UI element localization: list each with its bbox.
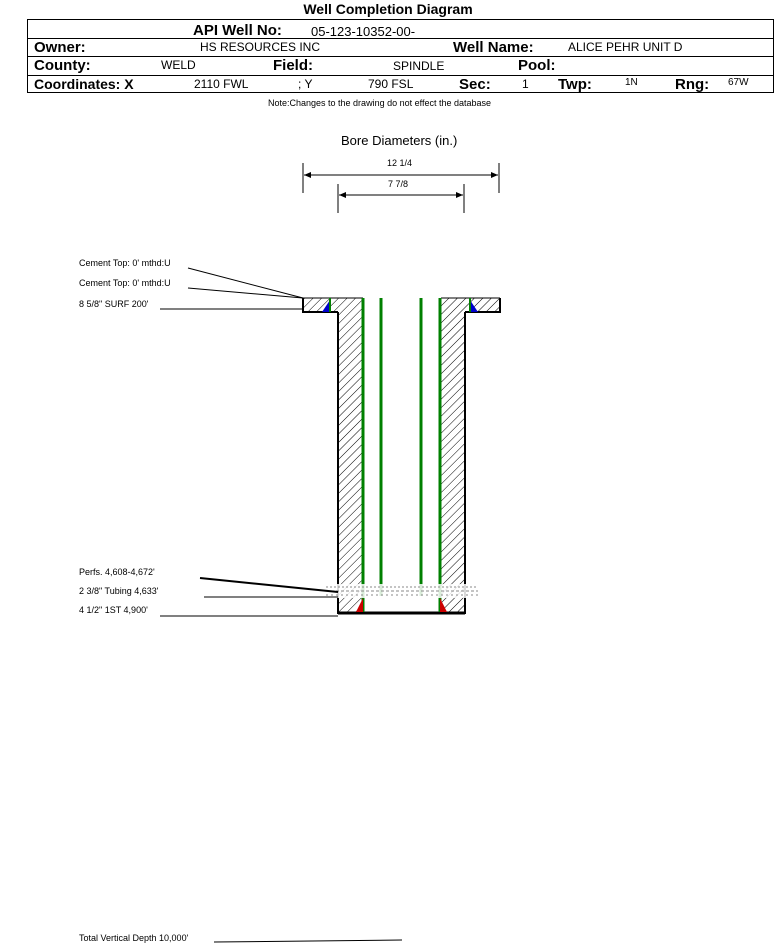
county-value: WELD bbox=[161, 58, 196, 72]
coords-y-value: 790 FSL bbox=[368, 77, 414, 91]
county-label: County: bbox=[34, 57, 91, 74]
bore-inner-label: 7 7/8 bbox=[388, 179, 409, 189]
surface-casing bbox=[302, 297, 501, 313]
diagram-title: Well Completion Diagram bbox=[303, 1, 473, 17]
total-depth-label: Total Vertical Depth 10,000' bbox=[79, 933, 189, 943]
bottom-cement-left bbox=[356, 598, 363, 612]
cement-top-label-1: Cement Top: 0' mthd:U bbox=[79, 258, 171, 268]
perfs-label: Perfs. 4,608-4,672' bbox=[79, 567, 155, 577]
twp-label: Twp: bbox=[558, 76, 592, 93]
cement-top-label-2: Cement Top: 0' mthd:U bbox=[79, 278, 171, 288]
coordinates-row: Coordinates: X 2110 FWL ; Y 790 FSL Sec:… bbox=[27, 75, 774, 93]
sec-value: 1 bbox=[522, 77, 529, 91]
outer-bore-dimension bbox=[302, 163, 500, 193]
tubing-label: 2 3/8" Tubing 4,633' bbox=[79, 586, 159, 596]
field-value: SPINDLE bbox=[393, 59, 445, 73]
sec-label: Sec: bbox=[459, 76, 491, 93]
surface-casing-label: 8 5/8" SURF 200' bbox=[79, 299, 149, 309]
coords-x-value: 2110 FWL bbox=[194, 77, 249, 91]
bore-outer-label: 12 1/4 bbox=[387, 158, 413, 168]
coords-y-label: ; Y bbox=[298, 77, 313, 91]
tubing bbox=[379, 298, 423, 596]
bottom-cement-right bbox=[440, 598, 447, 612]
perforations bbox=[322, 584, 480, 598]
inner-bore-dimension bbox=[337, 184, 465, 213]
leader-lines bbox=[160, 267, 403, 943]
twp-value: 1N bbox=[625, 77, 638, 88]
owner-label: Owner: bbox=[34, 39, 86, 56]
field-label: Field: bbox=[273, 57, 313, 74]
api-value: 05-123-10352-00- bbox=[311, 24, 416, 39]
well-name-label: Well Name: bbox=[453, 39, 534, 56]
database-note: Note:Changes to the drawing do not effec… bbox=[268, 98, 491, 108]
bore-diameters-title: Bore Diameters (in.) bbox=[341, 133, 458, 148]
rng-value: 67W bbox=[728, 77, 749, 88]
well-name-value: ALICE PEHR UNIT D bbox=[568, 40, 683, 54]
api-label: API Well No: bbox=[193, 22, 282, 39]
coords-label: Coordinates: X bbox=[34, 76, 134, 92]
owner-value: HS RESOURCES INC bbox=[200, 40, 321, 54]
pool-label: Pool: bbox=[518, 57, 556, 74]
owner-row: Owner: HS RESOURCES INC Well Name: ALICE… bbox=[27, 38, 774, 57]
production-cement bbox=[337, 312, 466, 615]
rng-label: Rng: bbox=[675, 76, 710, 93]
production-casing bbox=[361, 298, 442, 612]
production-casing-label: 4 1/2" 1ST 4,900' bbox=[79, 605, 148, 615]
